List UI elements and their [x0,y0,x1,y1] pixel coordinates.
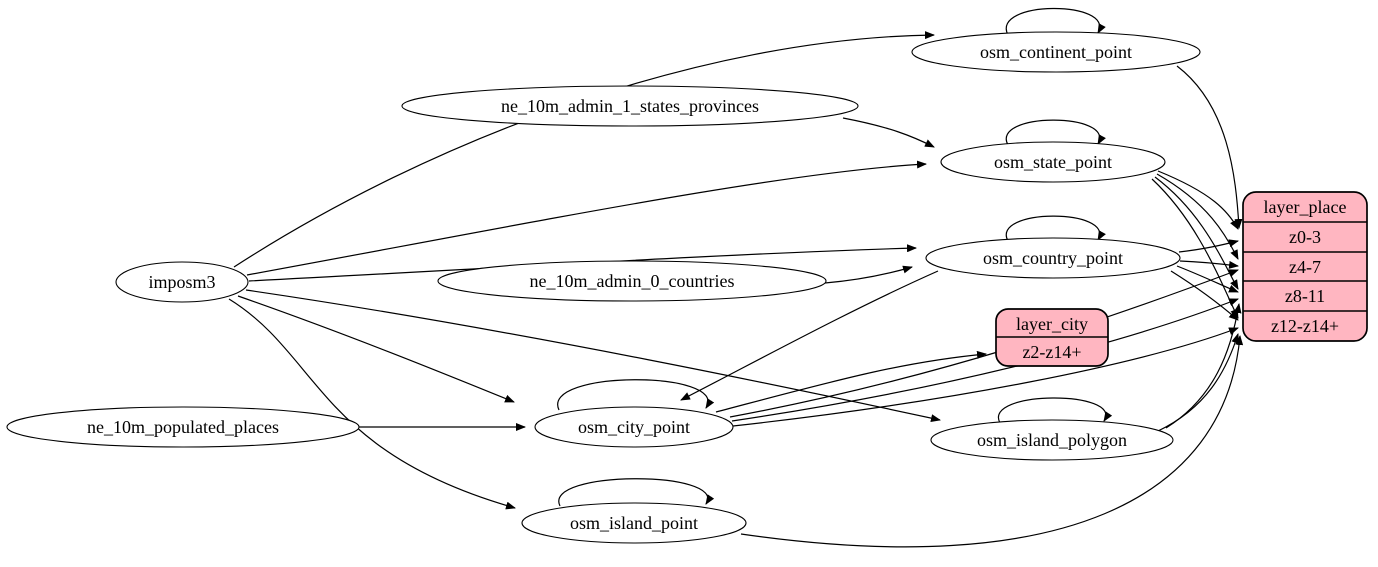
record-layer_place-row-z4-7: z4-7 [1289,257,1321,277]
record-layer_city-title: layer_city [1016,314,1088,334]
node-osm_state_point-label: osm_state_point [994,152,1112,172]
edge-imposm3-osm_island_point [228,298,516,510]
edge-osm_country_point-osm_city_point [680,270,939,401]
node-osm_city_point-shape [534,406,734,448]
edge-osm_city_point-layer_place-z4-7 [729,269,1239,418]
edges [228,7,1244,548]
node-imposm3-shape [115,261,249,303]
record-layer_place-box [1242,191,1368,342]
self-loop-osm_island_point [558,478,715,507]
node-ne_10m_admin_1_states_provinces-label: ne_10m_admin_1_states_provinces [501,96,759,116]
self-loop-osm_country_point [1005,215,1106,242]
node-ne_10m_admin_0_countries-label: ne_10m_admin_0_countries [530,271,735,291]
edge-osm_city_point-layer_city-z2-z14 [715,350,987,413]
node-osm_island_polygon-shape [930,419,1174,461]
node-osm_city_point: osm_city_point [534,406,734,448]
node-osm_island_polygon: osm_island_polygon [930,419,1174,461]
node-ne_10m_admin_0_countries: ne_10m_admin_0_countries [437,260,827,302]
node-imposm3: imposm3 [115,261,249,303]
edge-osm_city_point-layer_place-z12-z14 [732,327,1239,427]
edge-imposm3-osm_continent_point [233,31,935,268]
node-ne_10m_admin_0_countries-shape [437,260,827,302]
edge-osm_island_polygon-layer_place-z12-z14 [1157,333,1240,432]
node-osm_continent_point-label: osm_continent_point [980,42,1132,62]
node-osm_city_point-label: osm_city_point [578,417,690,437]
node-ne_10m_admin_1_states_provinces: ne_10m_admin_1_states_provinces [401,85,859,127]
node-osm_country_point-shape [925,237,1181,279]
edge-osm_state_point-layer_place-z4-7 [1156,173,1239,260]
edge-osm_city_point-layer_place-z8-11 [731,298,1239,422]
record-layer_city-row-z2-z14: z2-z14+ [1022,342,1081,362]
node-osm_state_point-shape [940,141,1166,183]
node-osm_country_point: osm_country_point [925,237,1181,279]
self-loop-osm_city_point [557,379,715,411]
edge-osm_state_point-layer_place-z8-11 [1154,176,1239,290]
edge-osm_island_polygon-layer_place-z8-11 [1165,303,1242,429]
node-imposm3-label: imposm3 [148,272,215,292]
self-loop-osm_island_polygon [997,397,1113,424]
node-ne_10m_populated_places-label: ne_10m_populated_places [87,417,279,437]
edge-osm_country_point-layer_place-z4-7 [1179,260,1239,269]
node-ne_10m_populated_places-shape [6,406,360,448]
node-osm_island_point-shape [521,502,747,544]
edge-osm_country_point-layer_place-z12-z14 [1170,270,1239,321]
node-osm_state_point: osm_state_point [940,141,1166,183]
node-osm_island_point: osm_island_point [521,502,747,544]
node-osm_island_polygon-label: osm_island_polygon [977,430,1127,450]
edge-imposm3-osm_state_point [246,160,927,276]
edge-osm_state_point-layer_place-z0-3 [1157,170,1239,230]
edge-osm_country_point-layer_place-z8-11 [1176,265,1239,293]
edge-imposm3-osm_island_polygon [245,289,941,423]
node-ne_10m_admin_1_states_provinces-shape [401,85,859,127]
node-osm_country_point-label: osm_country_point [983,248,1123,268]
record-layer_place: layer_place z0-3 z4-7 z8-11 z12-z14+ [1242,191,1368,342]
record-layer_place-row-z0-3: z0-3 [1289,227,1321,247]
edge-osm_country_point-layer_place-z0-3 [1178,239,1239,253]
node-osm_island_point-label: osm_island_point [570,513,698,533]
record-layer_place-row-z12-z14: z12-z14+ [1271,316,1339,336]
self-loop-osm_continent_point [1005,7,1106,36]
record-layer_place-row-z8-11: z8-11 [1285,286,1325,306]
node-osm_continent_point: osm_continent_point [911,31,1201,73]
record-layer_place-title: layer_place [1264,197,1347,217]
self-loop-osm_state_point [1005,119,1106,146]
edge-osm_island_point-layer_place-z12-z14 [740,335,1244,548]
edge-osm_continent_point-layer_place-z0-3 [1176,65,1243,229]
edge-imposm3-osm_city_point [237,295,515,403]
edge-ne_10m_admin_1_states_provinces-osm_state_point [842,117,935,148]
node-ne_10m_populated_places: ne_10m_populated_places [6,406,360,448]
node-osm_continent_point-shape [911,31,1201,73]
record-layer_city: layer_city z2-z14+ [995,308,1109,367]
edge-ne_10m_admin_0_countries-osm_country_point [824,265,913,284]
